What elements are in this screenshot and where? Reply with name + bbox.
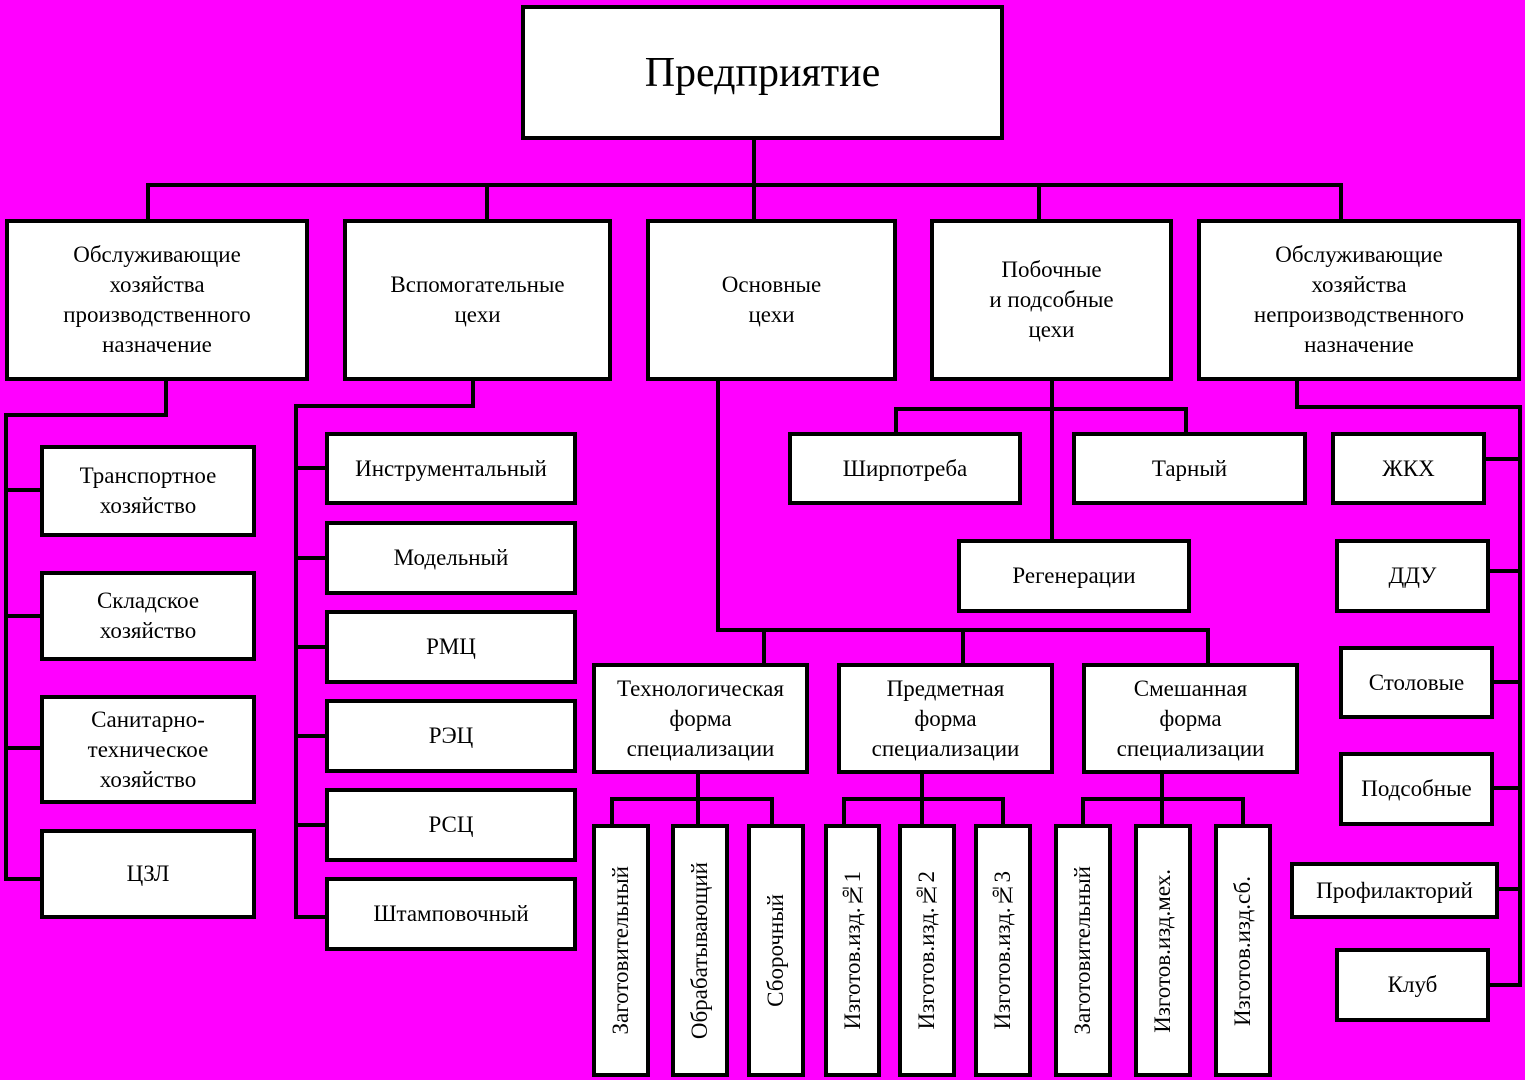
node-label: ЖКХ (1382, 455, 1435, 481)
node-club: Клуб (1335, 948, 1490, 1022)
node-label: РЭЦ (428, 723, 474, 748)
node-product-1: Изготов.изд.№1 (824, 824, 881, 1077)
node-housing: ЖКХ (1331, 432, 1486, 505)
node-label: Обрабатывающий (687, 861, 712, 1040)
node-kindergarten: ДДУ (1335, 539, 1490, 613)
node-label: РСЦ (428, 812, 474, 837)
node-label: Профилакторий (1316, 877, 1473, 903)
node-label: Обслуживающие хозяйства непроизводственн… (1253, 242, 1465, 357)
node-technological-form: Технологическая форма специализации (592, 663, 809, 774)
node-label: Тарный (1151, 455, 1228, 481)
node-label: Штамповочный (373, 901, 529, 926)
node-mixed-assembly: Изготов.изд.сб. (1214, 824, 1272, 1077)
node-label: РМЦ (426, 634, 476, 659)
node-consumer-goods: Ширпотреба (788, 432, 1022, 505)
node-auxiliary-shops: Вспомогательные цехи (343, 219, 612, 381)
node-product-3: Изготов.изд.№3 (974, 824, 1032, 1077)
node-label: Смешанная форма специализации (1116, 675, 1265, 761)
node-label: ДДУ (1388, 563, 1437, 588)
node-label: Инструментальный (355, 455, 547, 481)
node-label: Подсобные (1361, 776, 1472, 801)
node-tech-processing: Обрабатывающий (671, 824, 729, 1077)
node-label: Транспортное хозяйство (79, 463, 217, 518)
node-label: Изготов.изд.сб. (1230, 875, 1255, 1026)
node-label: Сборочный (763, 894, 788, 1007)
node-label: ЦЗЛ (126, 861, 170, 886)
node-model: Модельный (325, 521, 577, 595)
node-label: Обслуживающие хозяйства производственног… (63, 242, 251, 357)
node-tech-procurement: Заготовительный (592, 824, 650, 1077)
node-canteens: Столовые (1339, 646, 1494, 719)
node-label: Ширпотреба (842, 455, 968, 481)
node-label: Модельный (393, 545, 509, 570)
node-label: Регенерации (1012, 563, 1136, 588)
node-label: Предметная форма специализации (871, 675, 1020, 761)
node-label: Изготов.изд.мех. (1150, 868, 1175, 1033)
node-container: Тарный (1072, 432, 1307, 505)
node-transport: Транспортное хозяйство (40, 445, 256, 537)
node-dispensary: Профилакторий (1290, 862, 1499, 919)
node-subject-form: Предметная форма специализации (837, 663, 1054, 774)
node-regeneration: Регенерации (957, 539, 1191, 613)
node-label: Изготов.изд.№1 (839, 871, 865, 1030)
node-label: Клуб (1387, 972, 1438, 997)
node-main-shops: Основные цехи (646, 219, 897, 381)
node-label: Побочные и подсобные цехи (989, 257, 1114, 342)
node-instrumental: Инструментальный (325, 432, 577, 505)
node-czl: ЦЗЛ (40, 829, 256, 919)
node-rec: РЭЦ (325, 699, 577, 773)
root-label: Предприятие (644, 49, 881, 96)
node-label: Технологическая форма специализации (617, 675, 784, 761)
node-label: Вспомогательные цехи (390, 272, 565, 327)
node-label: Складское хозяйство (96, 588, 200, 643)
node-non-production-services: Обслуживающие хозяйства непроизводственн… (1197, 219, 1521, 381)
node-label: Основные цехи (721, 272, 822, 327)
node-stamping: Штамповочный (325, 877, 577, 951)
node-rsc: РСЦ (325, 788, 577, 862)
node-label: Столовые (1368, 669, 1465, 695)
node-product-2: Изготов.изд.№2 (898, 824, 956, 1077)
node-label: Заготовительный (608, 866, 633, 1035)
node-sanitary: Санитарно- техническое хозяйство (40, 695, 256, 804)
node-label: Изготов.изд.№3 (990, 871, 1015, 1030)
node-side-shops: Побочные и подсобные цехи (930, 219, 1173, 381)
node-label: Санитарно- техническое хозяйство (87, 706, 209, 792)
node-rmc: РМЦ (325, 610, 577, 684)
node-auxiliary-farms: Подсобные (1339, 752, 1494, 826)
node-mixed-form: Смешанная форма специализации (1082, 663, 1299, 774)
node-tech-assembly: Сборочный (747, 824, 805, 1077)
node-label: Изготов.изд.№2 (914, 871, 939, 1030)
node-warehouse: Складское хозяйство (40, 571, 256, 661)
root-node-enterprise: Предприятие (521, 5, 1004, 140)
node-mixed-mechanical: Изготов.изд.мех. (1134, 824, 1192, 1077)
node-label: Заготовительный (1070, 866, 1095, 1035)
node-production-services: Обслуживающие хозяйства производственног… (5, 219, 309, 381)
node-mixed-procurement: Заготовительный (1054, 824, 1112, 1077)
